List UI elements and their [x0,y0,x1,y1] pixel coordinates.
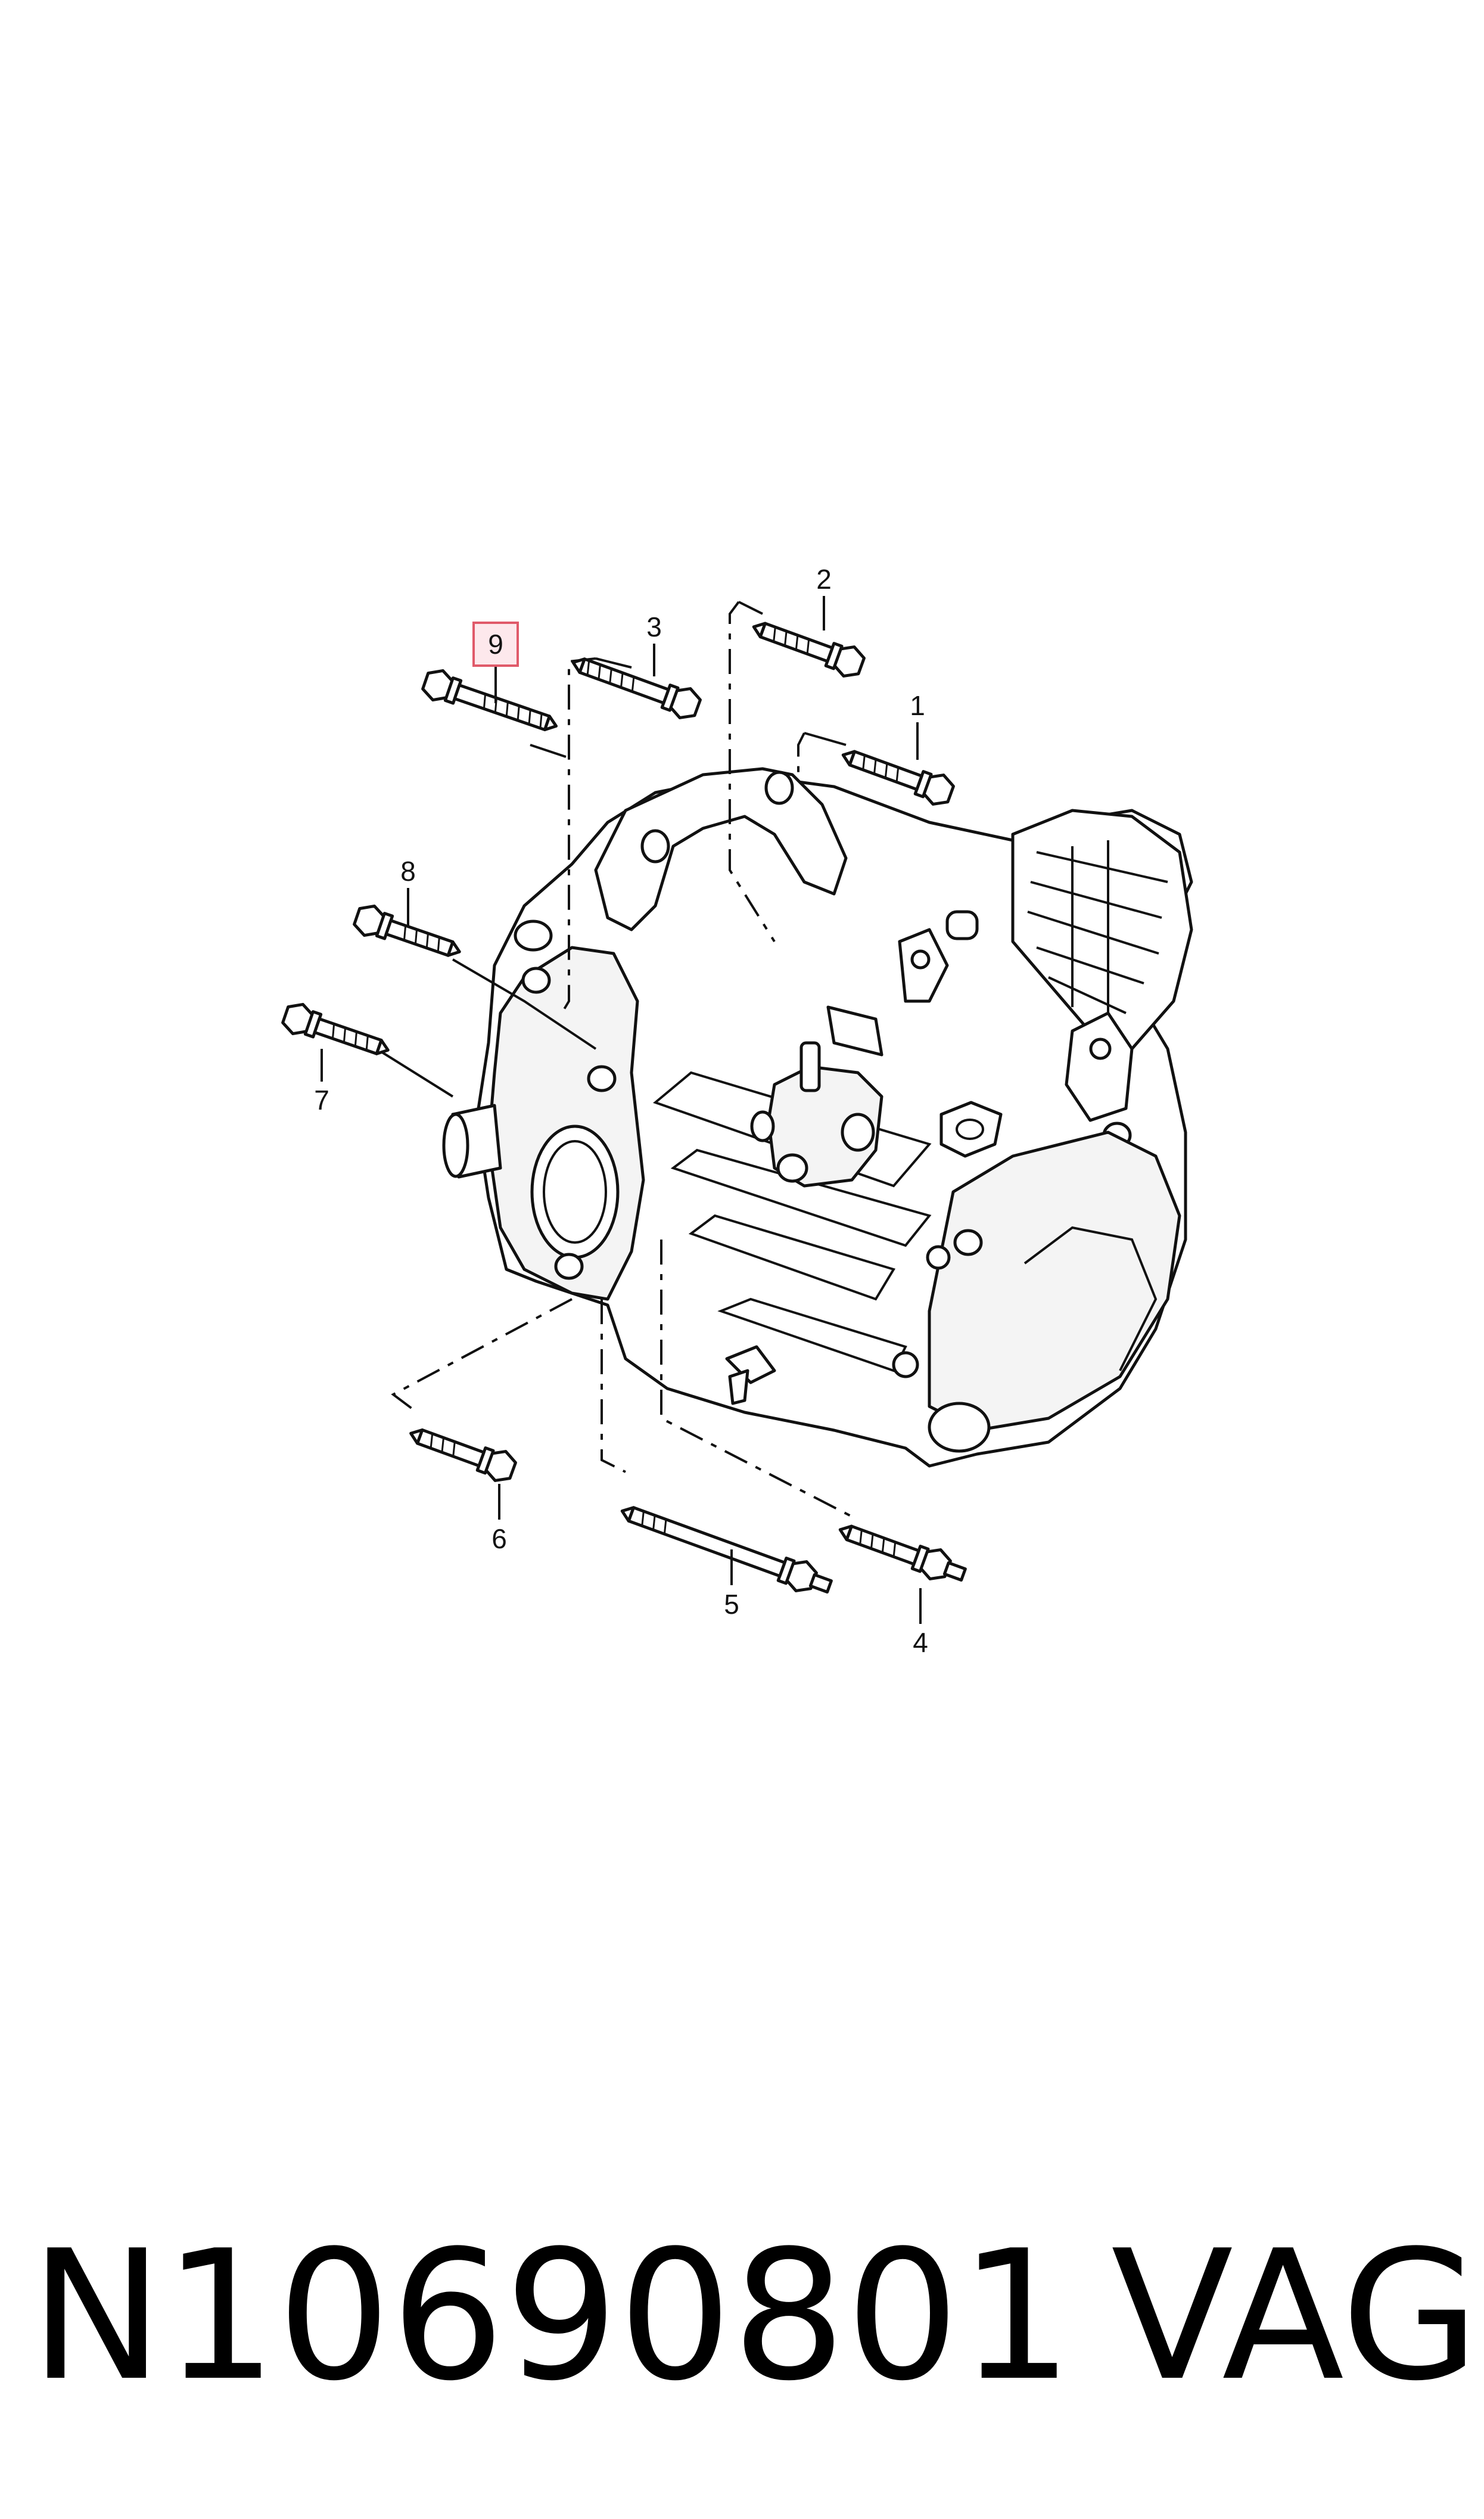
bolt-2[interactable] [748,612,866,681]
bolt-9[interactable] [421,666,561,741]
callout-8[interactable]: 8 [400,856,416,887]
callout-6[interactable]: 6 [491,1523,507,1554]
callout-7[interactable]: 7 [314,1085,329,1116]
callout-leaders [321,596,922,1624]
bolt-4[interactable] [835,1515,969,1589]
callout-2[interactable]: 2 [816,564,832,595]
bolt-5[interactable] [617,1496,834,1601]
callout-1[interactable]: 1 [910,690,925,721]
callout-9-highlight-box [472,622,519,667]
callout-9[interactable]: 9 [488,629,503,660]
bolt-7[interactable] [281,1000,393,1064]
gearbox-housing [442,767,1193,1468]
bolt-1[interactable] [838,740,956,809]
callout-4[interactable]: 4 [913,1627,928,1658]
part-number: N10690801 [30,2212,1073,2420]
bolt-6[interactable] [406,1419,518,1485]
brand-label: VAG [1111,2212,1479,2420]
bolt-8[interactable] [352,902,465,966]
bolt-3[interactable] [568,648,702,722]
callout-5[interactable]: 5 [724,1589,739,1620]
callout-3[interactable]: 3 [646,611,662,642]
